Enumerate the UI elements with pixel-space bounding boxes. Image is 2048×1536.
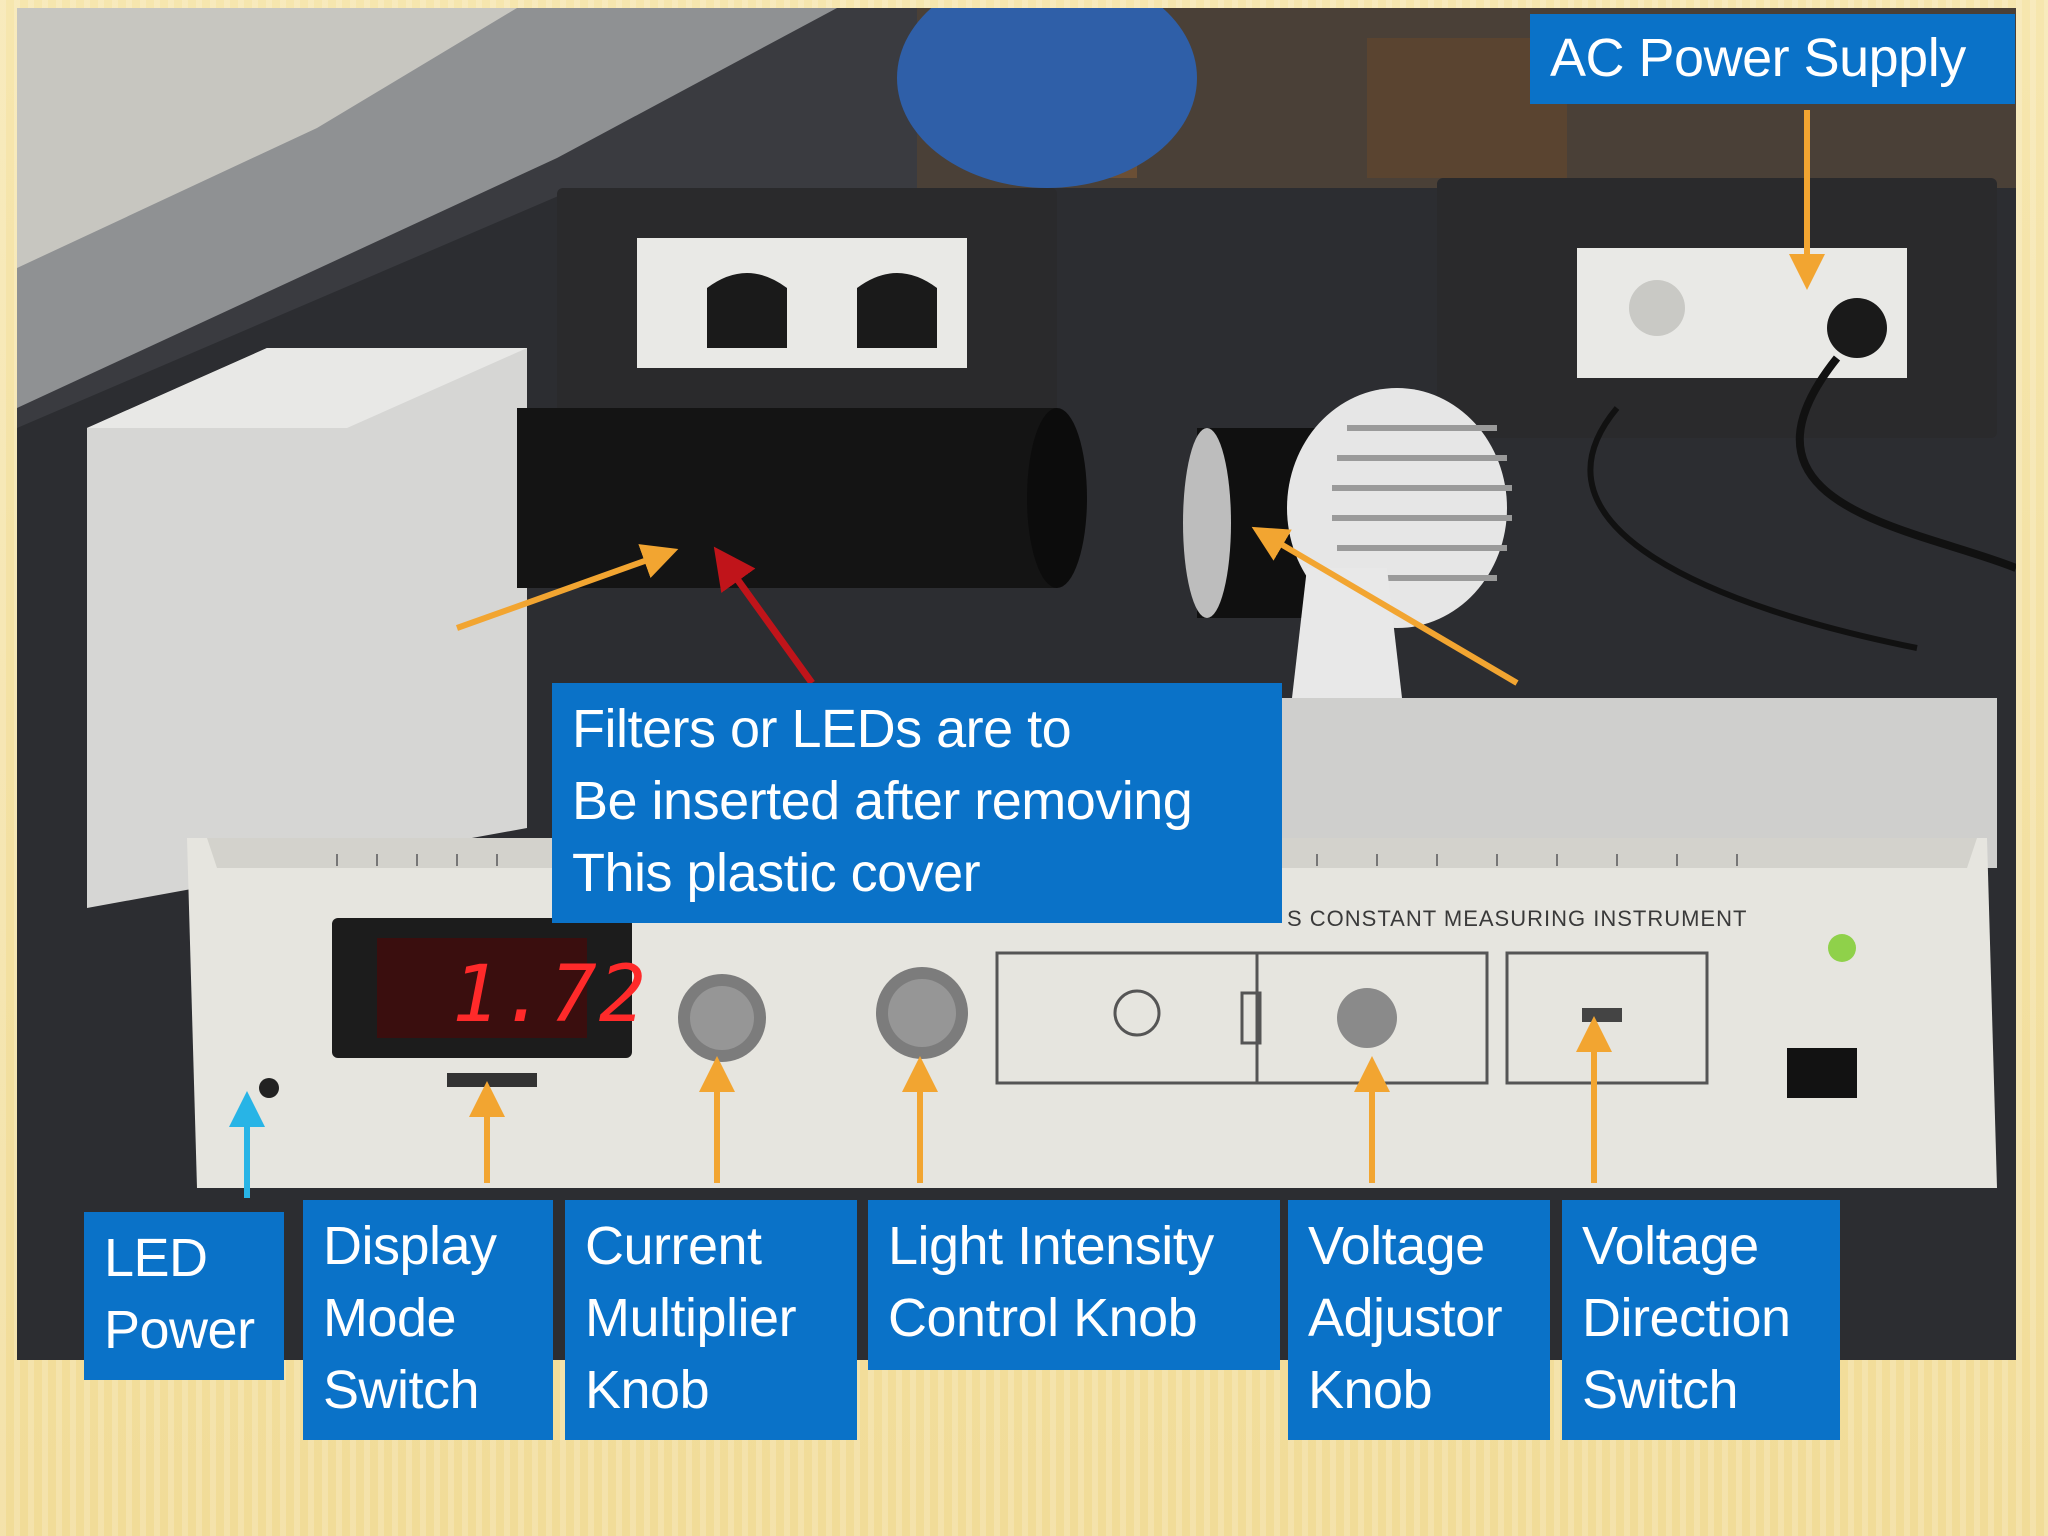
callout-line: Light Intensity bbox=[888, 1216, 1214, 1276]
callout-filters: Filters or LEDs are to Be inserted after… bbox=[552, 683, 1282, 923]
callout-line: Knob bbox=[1308, 1360, 1433, 1420]
callout-current-multiplier-knob: Current Multiplier Knob bbox=[565, 1200, 857, 1440]
instrument-label: S CONSTANT MEASURING INSTRUMENT bbox=[1287, 906, 1748, 931]
callout-led-power: LED Power bbox=[84, 1212, 284, 1380]
callout-line: Control Knob bbox=[888, 1288, 1198, 1348]
callout-line: Knob bbox=[585, 1360, 710, 1420]
callout-line: Current bbox=[585, 1216, 762, 1276]
callout-light-intensity-knob: Light Intensity Control Knob bbox=[868, 1200, 1280, 1370]
callout-line: AC Power Supply bbox=[1550, 28, 1966, 88]
annotation-arrows bbox=[229, 110, 1825, 1198]
callout-line: Switch bbox=[323, 1360, 480, 1420]
callout-line: Mode bbox=[323, 1288, 457, 1348]
callout-line: Switch bbox=[1582, 1360, 1739, 1420]
callout-voltage-direction-switch: Voltage Direction Switch bbox=[1562, 1200, 1840, 1440]
callout-line: Multiplier bbox=[585, 1288, 797, 1348]
callout-ac-power-supply: AC Power Supply bbox=[1530, 14, 2015, 104]
callout-line: Display bbox=[323, 1216, 497, 1276]
callout-line: Voltage bbox=[1582, 1216, 1759, 1276]
display-readout: 1.72 bbox=[452, 950, 648, 1040]
callout-line: LED bbox=[104, 1228, 208, 1288]
callout-line: Be inserted after removing bbox=[572, 771, 1193, 831]
callout-voltage-adjustor-knob: Voltage Adjustor Knob bbox=[1288, 1200, 1550, 1440]
callout-line: Adjustor bbox=[1308, 1288, 1503, 1348]
callout-line: Voltage bbox=[1308, 1216, 1485, 1276]
callout-line: Power bbox=[104, 1300, 255, 1360]
callout-line: This plastic cover bbox=[572, 843, 981, 903]
callout-line: Filters or LEDs are to bbox=[572, 699, 1072, 759]
callout-line: Direction bbox=[1582, 1288, 1791, 1348]
callout-display-mode-switch: Display Mode Switch bbox=[303, 1200, 553, 1440]
